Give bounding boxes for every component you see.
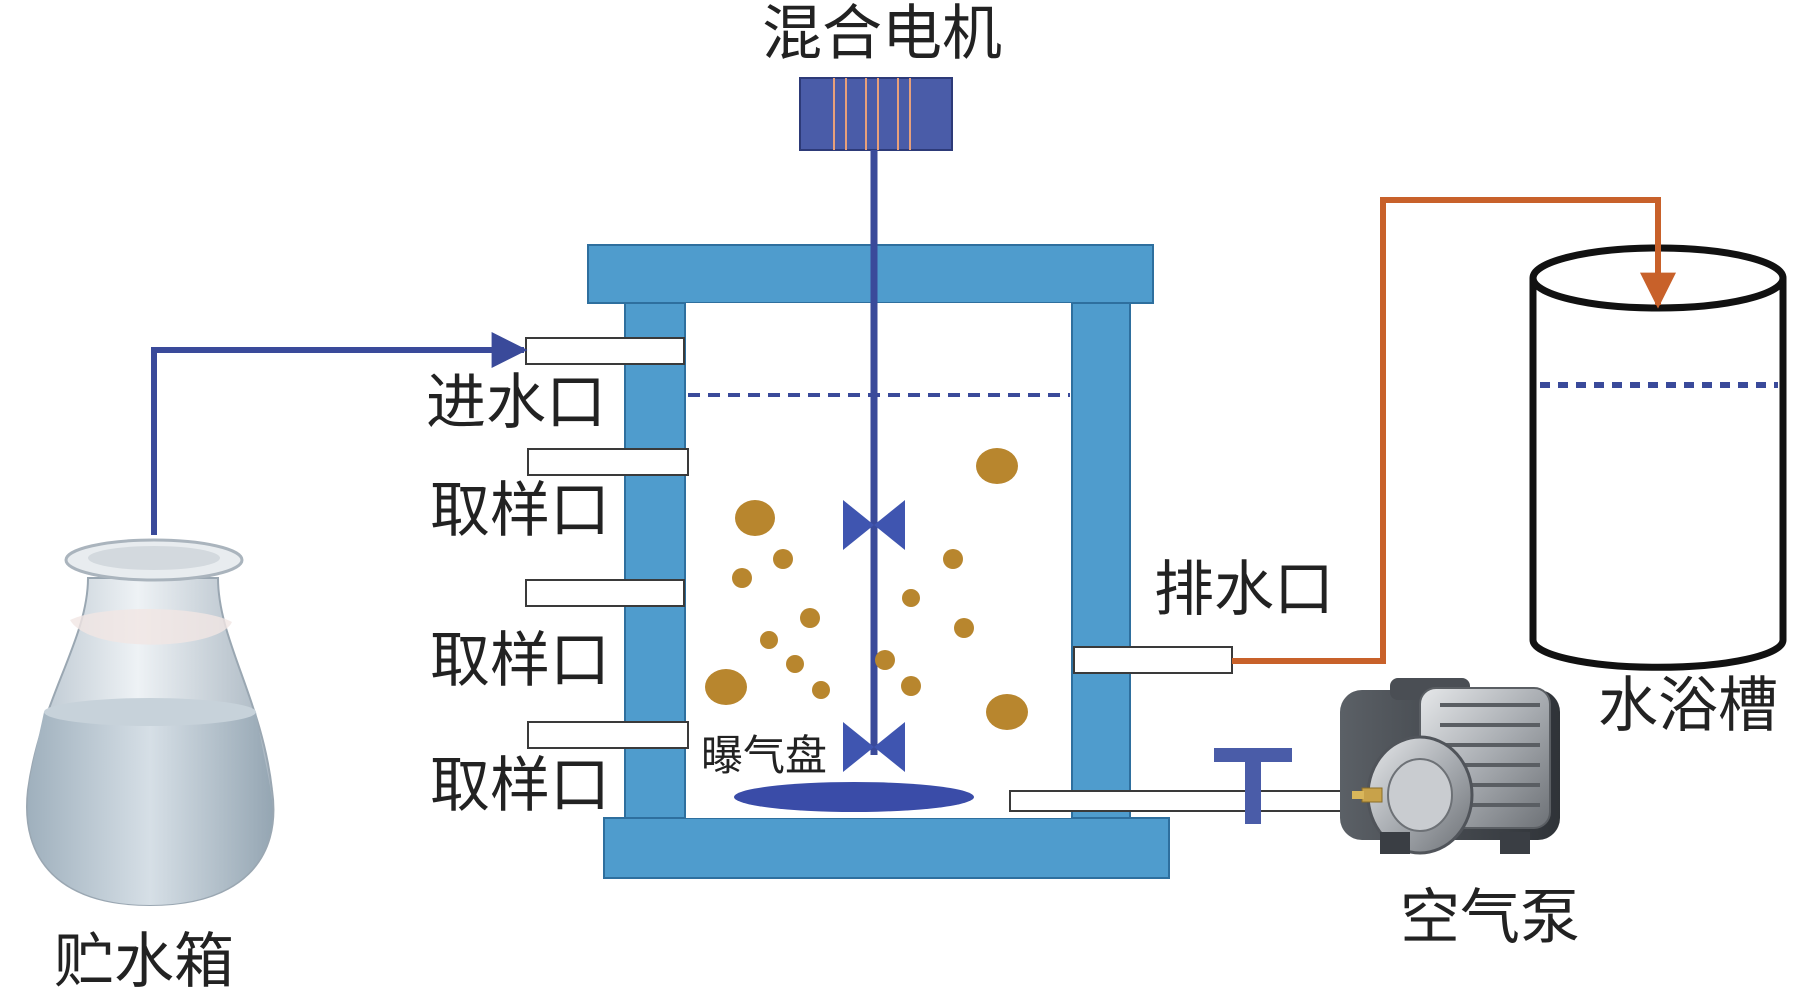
air-pump-icon — [1340, 678, 1560, 855]
sampling-port-1 — [527, 448, 689, 476]
particle — [735, 500, 775, 536]
aeration-disc-label: 曝气盘 — [701, 731, 827, 780]
inlet-port — [525, 337, 685, 365]
particle — [954, 618, 974, 638]
sludge-particles — [705, 448, 1028, 730]
particle — [773, 549, 793, 569]
valve-icon — [1214, 748, 1292, 824]
reactor-ports — [525, 337, 1233, 749]
cylinder-icon — [1529, 244, 1787, 671]
sampling-port-1-label: 取样口 — [430, 476, 610, 546]
water-bath-label: 水浴槽 — [1598, 671, 1778, 741]
particle — [732, 568, 752, 588]
motor-icon — [799, 77, 953, 151]
flask-icon — [26, 538, 275, 907]
particle — [976, 448, 1018, 484]
particle — [901, 676, 921, 696]
inlet-label: 进水口 — [426, 368, 606, 438]
air-pump-label: 空气泵 — [1400, 883, 1580, 953]
sampling-port-3-label: 取样口 — [430, 751, 610, 821]
particle — [943, 549, 963, 569]
reactor-interior — [686, 303, 1071, 818]
motor-label: 混合电机 — [762, 0, 1002, 69]
particle — [760, 631, 778, 649]
particle — [875, 650, 895, 670]
aeration-disc — [734, 782, 974, 812]
storage-tank-label: 贮水箱 — [54, 927, 234, 997]
reactor-base — [603, 817, 1170, 879]
reactor-right-wall — [1071, 302, 1131, 819]
sampling-port-3 — [527, 721, 689, 749]
sampling-port-2-label: 取样口 — [430, 626, 610, 696]
sampling-port-2 — [525, 579, 685, 607]
particle — [902, 589, 920, 607]
particle — [986, 694, 1028, 730]
outlet-port — [1073, 646, 1233, 674]
air-line — [1009, 790, 1361, 812]
particle — [705, 669, 747, 705]
inlet-pipe — [151, 332, 528, 535]
particle — [812, 681, 830, 699]
particle — [786, 655, 804, 673]
outlet-label: 排水口 — [1154, 555, 1334, 625]
particle — [800, 608, 820, 628]
outlet-pipe — [1232, 197, 1676, 664]
impeller-lower-icon — [843, 722, 905, 772]
impeller-icon — [843, 500, 905, 550]
